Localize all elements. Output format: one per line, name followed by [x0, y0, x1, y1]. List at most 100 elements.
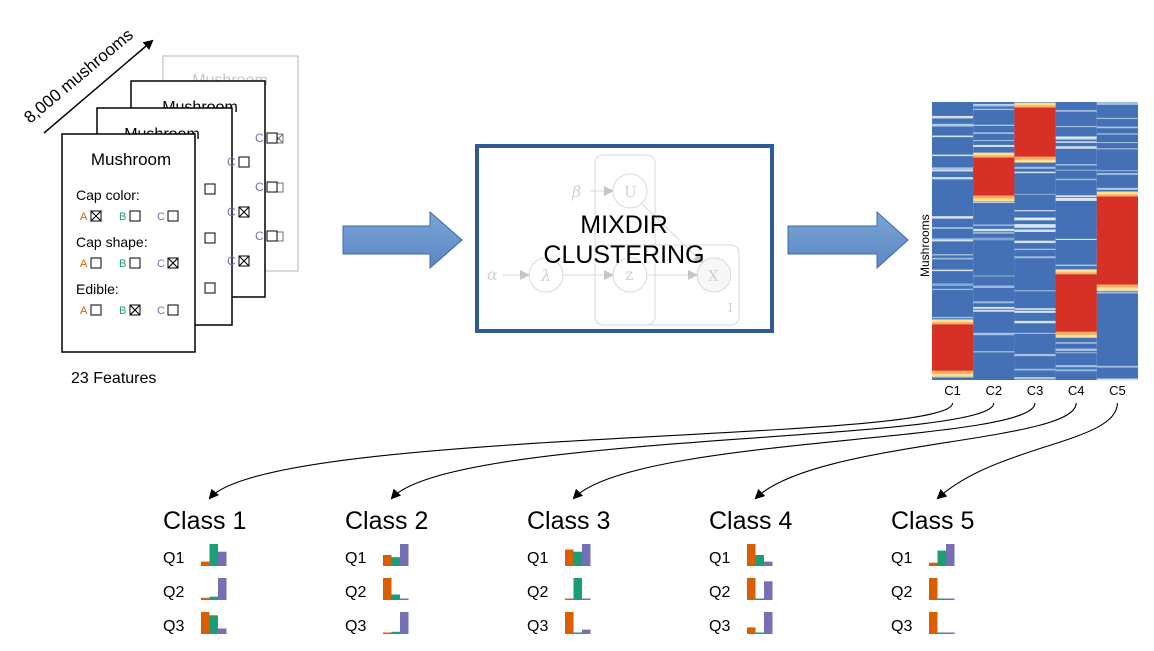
question-label: Q2 — [891, 584, 912, 601]
heatmap-block-edge — [932, 370, 974, 374]
profile-bar — [201, 561, 210, 566]
heatmap-stripe — [1096, 148, 1138, 150]
heatmap-block-edge — [973, 155, 1015, 159]
heatmap-stripe — [1096, 365, 1138, 368]
model-title-line1: MIXDIR — [580, 211, 668, 239]
heatmap-stripe — [1096, 291, 1138, 294]
checkbox[interactable] — [129, 257, 141, 269]
profile-bar — [400, 612, 409, 634]
heatmap-block-edge — [1014, 156, 1056, 160]
heatmap-stripe — [973, 275, 1015, 277]
features-label: 23 Features — [71, 370, 156, 387]
heatmap-stripe — [1055, 195, 1097, 198]
heatmap-block-edge — [1096, 287, 1138, 291]
heatmap-stripe — [1014, 210, 1056, 212]
profile-bar — [582, 598, 591, 600]
heatmap-block-edge — [1055, 272, 1097, 276]
heatmap-stripe — [1014, 332, 1056, 334]
heatmap-block-edge — [1096, 194, 1138, 198]
heatmap-stripe — [932, 376, 974, 378]
checkbox[interactable] — [129, 210, 141, 222]
profile-bar — [946, 598, 955, 600]
heatmap-stripe — [973, 125, 1015, 126]
input-stack: 8,000 mushrooms Mushroom Mushroom C C C … — [20, 25, 299, 387]
checkbox[interactable] — [90, 257, 102, 269]
question-label: Cap color: — [76, 187, 140, 203]
cluster-heatmap — [932, 102, 1138, 381]
profile-bar — [582, 544, 591, 566]
heatmap-block-edge — [973, 198, 1015, 202]
check-mark-icon — [90, 210, 102, 222]
profile-bar — [209, 544, 218, 566]
profile-bar — [383, 555, 392, 566]
option-letter: A — [80, 258, 88, 270]
question-label: Q2 — [163, 584, 184, 601]
class-title: Class 5 — [891, 507, 974, 535]
heatmap-stripe — [932, 239, 974, 242]
profile-bar — [573, 632, 582, 634]
check-mark-icon — [129, 304, 141, 316]
profile-bar — [209, 596, 218, 600]
card-back-1-letter: C — [227, 155, 236, 169]
profile-bar — [391, 631, 400, 634]
heatmap-stripe — [1096, 126, 1138, 129]
heatmap-stripe — [932, 257, 974, 260]
profile-bar — [929, 562, 938, 566]
profile-bar — [201, 597, 210, 600]
heatmap-stripe — [973, 108, 1015, 111]
card-back-2-letter: C — [255, 180, 264, 194]
heatmap-stripe — [1055, 137, 1097, 140]
heatmap-stripe — [1096, 102, 1138, 104]
checkbox[interactable] — [90, 304, 102, 316]
profile-bar — [937, 632, 946, 634]
question-label: Cap shape: — [76, 234, 148, 250]
heatmap-stripe — [932, 269, 974, 272]
heatmap-stripe — [973, 201, 1015, 203]
heatmap-stripe — [1055, 125, 1097, 128]
heatmap-column-label: C1 — [944, 383, 961, 398]
heatmap-stripe — [1096, 188, 1138, 191]
checkbox[interactable] — [167, 304, 179, 316]
heatmap-stripe — [1096, 133, 1138, 135]
class-arrow — [208, 402, 954, 500]
question-label: Q2 — [527, 584, 548, 601]
profile-bar — [383, 632, 392, 634]
heatmap-stripe — [1055, 146, 1097, 149]
heatmap-stripe — [1055, 369, 1097, 372]
heatmap-stripe — [1014, 368, 1056, 371]
class-arrows — [208, 402, 1118, 500]
card-back-2-letter: C — [255, 131, 264, 145]
heatmap-stripe — [1096, 170, 1138, 172]
heatmap-block — [1055, 274, 1097, 333]
profile-bar — [929, 578, 938, 600]
heatmap-stripe — [1096, 117, 1138, 120]
heatmap-stripe — [1014, 354, 1056, 357]
heatmap-stripe — [1014, 217, 1056, 221]
heatmap-block-edge — [1096, 191, 1138, 195]
question-label: Q3 — [891, 618, 912, 635]
profile-bar — [383, 578, 392, 600]
profile-bar — [565, 598, 574, 600]
heatmap-stripe — [973, 232, 1015, 234]
heatmap-stripe — [1014, 310, 1056, 313]
heatmap-stripe — [1014, 224, 1056, 226]
heatmap-stripe — [1014, 320, 1056, 324]
profile-bar — [573, 551, 582, 566]
heatmap-stripe — [1096, 378, 1138, 381]
class-title: Class 4 — [709, 507, 792, 535]
flow-arrow-right — [787, 210, 909, 270]
node-x: X — [708, 267, 719, 285]
heatmap-stripe — [1096, 103, 1138, 105]
heatmap-stripe — [973, 139, 1015, 142]
question-label: Edible: — [76, 281, 119, 297]
card-back-2-letter: C — [255, 229, 264, 243]
heatmap-stripe — [973, 309, 1015, 312]
heatmap-stripe — [973, 132, 1015, 134]
model-title-line2: CLUSTERING — [543, 241, 704, 269]
profile-bar — [755, 598, 764, 600]
class-arrow — [936, 402, 1118, 500]
heatmap-column-label: C2 — [985, 383, 1002, 398]
checkbox[interactable] — [167, 210, 179, 222]
heatmap-block-edge — [1014, 105, 1056, 109]
